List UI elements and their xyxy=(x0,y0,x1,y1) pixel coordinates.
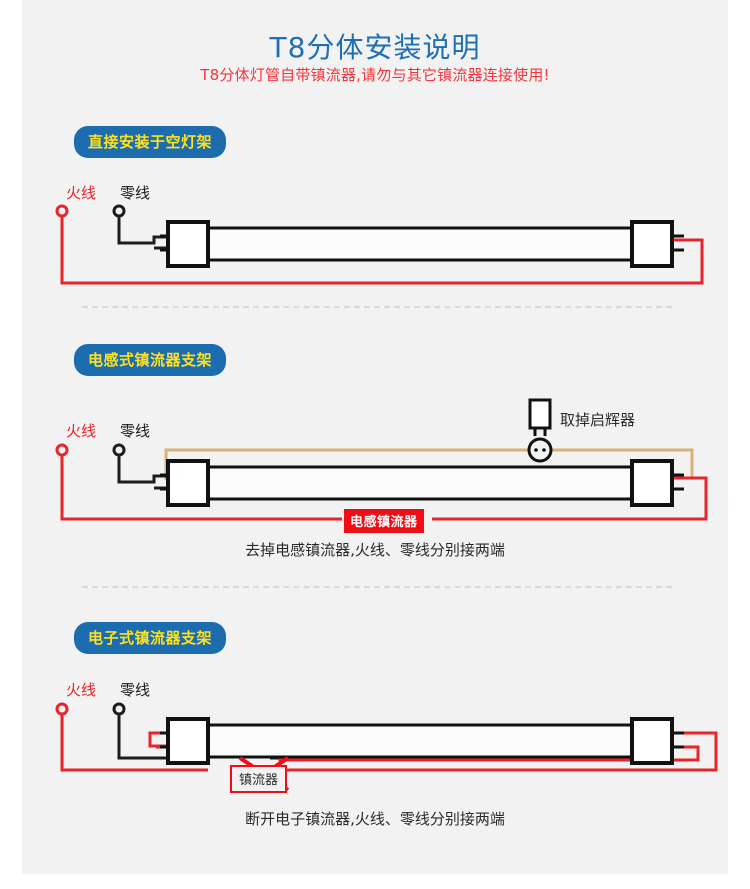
inductive-ballast-label: 电感镇流器 xyxy=(344,509,424,533)
live-wire-path-1 xyxy=(55,204,704,285)
diagram-direct-mount xyxy=(55,204,704,285)
neutral-wire-label-2: 零线 xyxy=(120,422,151,440)
live-wire-label-3: 火线 xyxy=(66,681,97,699)
electronic-ballast-label: 镇流器 xyxy=(230,765,288,793)
starter-socket-icon xyxy=(527,437,553,463)
led-tube-2 xyxy=(160,459,684,507)
caption-inductive: 去掉电感镇流器,火线、零线分别接两端 xyxy=(245,541,505,559)
live-wire-label-2: 火线 xyxy=(66,422,97,440)
led-tube-3 xyxy=(160,717,684,765)
live-wire-path-2 xyxy=(55,443,708,521)
starter-icon xyxy=(528,398,552,436)
page-subtitle: T8分体灯管自带镇流器,请勿与其它镇流器连接使用! xyxy=(200,66,550,84)
live-wire-label-1: 火线 xyxy=(66,184,97,202)
starter-removal-note: 取掉启辉器 xyxy=(560,411,636,429)
page-title: T8分体安装说明 xyxy=(269,31,481,64)
section-badge-electronic: 电子式镇流器支架 xyxy=(74,622,227,654)
instruction-sheet: T8分体安装说明 T8分体灯管自带镇流器,请勿与其它镇流器连接使用! 直接安装于… xyxy=(22,0,728,874)
caption-electronic: 断开电子镇流器,火线、零线分别接两端 xyxy=(245,810,505,828)
section-divider-1 xyxy=(82,306,672,308)
neutral-wire-path-1 xyxy=(112,204,168,250)
neutral-wire-label-3: 零线 xyxy=(120,681,151,699)
section-badge-inductive: 电感式镇流器支架 xyxy=(74,344,227,376)
led-tube-1 xyxy=(160,220,684,268)
section-divider-2 xyxy=(82,586,672,588)
section-badge-direct-mount: 直接安装于空灯架 xyxy=(74,126,227,158)
neutral-wire-label-1: 零线 xyxy=(120,184,151,202)
diagram-electronic-ballast xyxy=(55,702,718,792)
diagram-inductive-ballast xyxy=(55,398,708,521)
